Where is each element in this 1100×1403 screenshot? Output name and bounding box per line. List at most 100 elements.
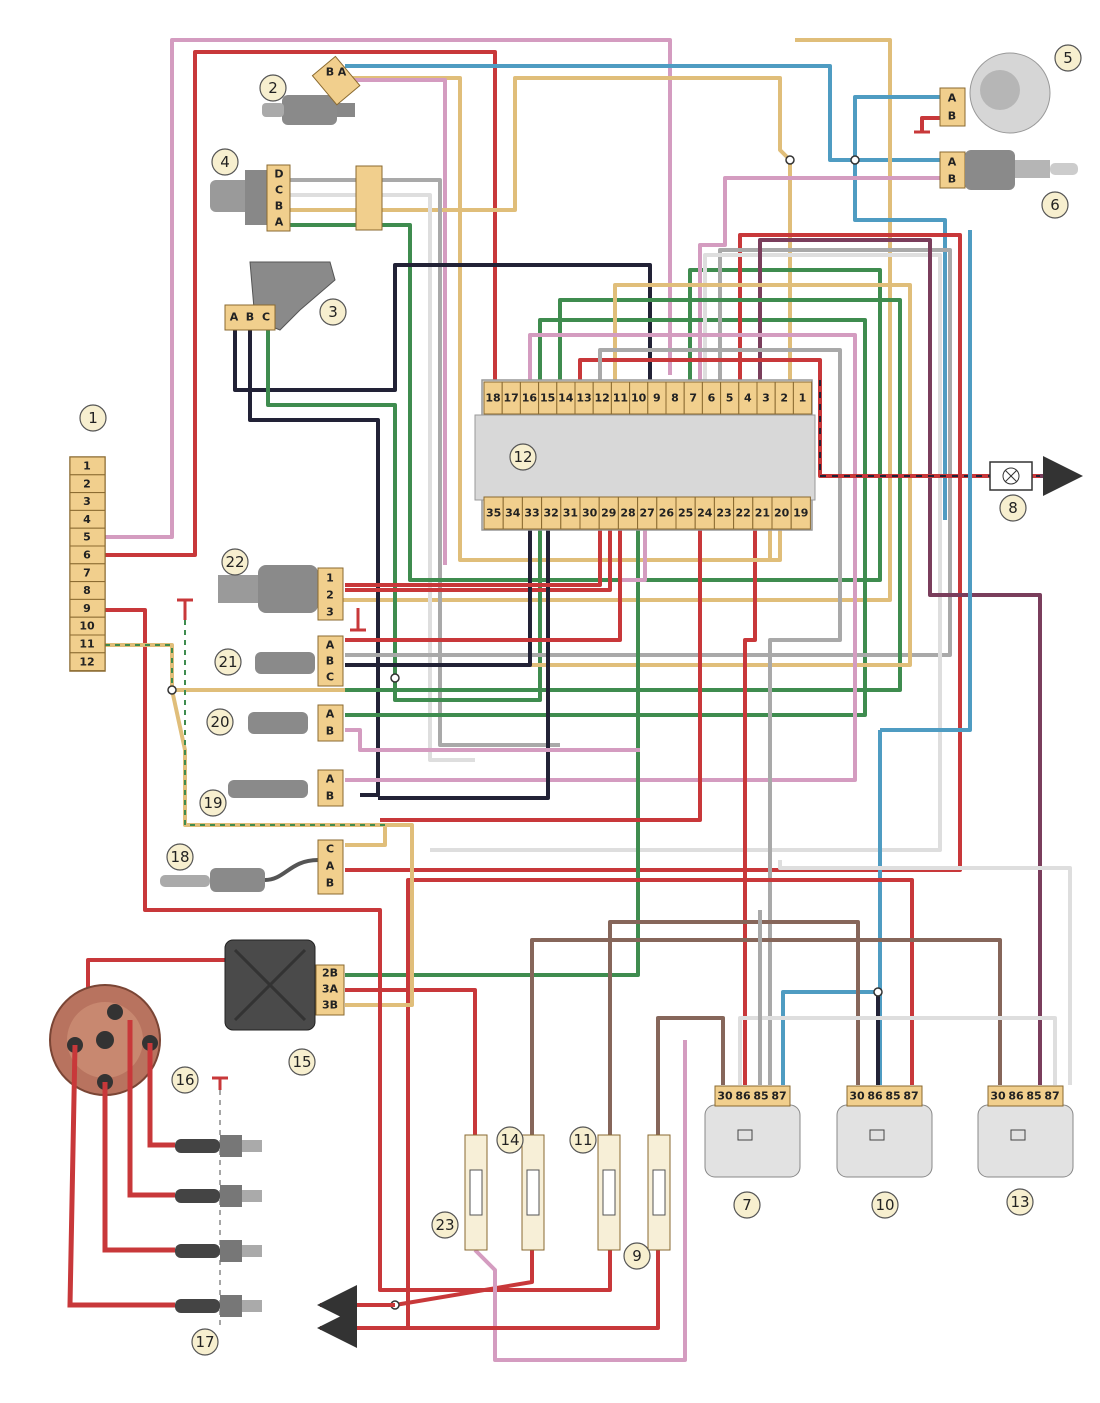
pin-label: 34 [505, 507, 521, 520]
pin-label: 30 [990, 1090, 1006, 1103]
pin-label: 15 [540, 392, 555, 405]
sensor-5: AB [939, 52, 1051, 134]
pin-label: B [948, 110, 956, 123]
callout-circle [319, 298, 347, 326]
sensor-18: CAB [160, 839, 344, 895]
pin-label: A [326, 639, 335, 652]
wire [345, 283, 912, 667]
component-number: 19 [203, 794, 222, 812]
wire [656, 1016, 725, 1135]
pin-label: 19 [793, 507, 808, 520]
pin-label: B [326, 790, 334, 803]
pin-label: B [326, 877, 334, 890]
pin-label: B [246, 311, 254, 324]
pin-label: 30 [849, 1090, 865, 1103]
wire [345, 233, 962, 872]
wire [473, 1040, 687, 1362]
callout-circle [1006, 1188, 1034, 1216]
wire [738, 1016, 1057, 1085]
pin-label: 24 [697, 507, 713, 520]
pin-label: 30 [717, 1090, 733, 1103]
pin-label: B [275, 200, 283, 213]
pin-label: 6 [83, 549, 91, 562]
callout-circle [206, 708, 234, 736]
wire [345, 298, 902, 692]
wire [698, 176, 945, 380]
wire [394, 1250, 534, 1307]
pin-label: A [326, 860, 335, 873]
component-number: 21 [218, 653, 237, 671]
callout-circle [171, 1066, 199, 1094]
wire [743, 530, 757, 1085]
callout-circle [288, 1048, 316, 1076]
pin-label: A [275, 216, 284, 229]
component-number: 7 [742, 1196, 752, 1214]
pin-label: C [326, 671, 334, 684]
callout-circle [199, 789, 227, 817]
pin-label: 17 [504, 392, 519, 405]
pin-label: 21 [755, 507, 770, 520]
callout-circle [214, 648, 242, 676]
pin-label: 9 [83, 602, 91, 615]
fuses [464, 1134, 671, 1251]
pin-label: A [326, 773, 335, 786]
pin-label: B [326, 655, 334, 668]
callout-circle [1054, 44, 1082, 72]
wire [345, 530, 640, 977]
pin-label: 16 [522, 392, 538, 405]
component-number: 5 [1063, 49, 1073, 67]
pin-label: 2 [780, 392, 788, 405]
pin-label: 2B [322, 967, 338, 980]
pin-label: 1 [326, 572, 334, 585]
pin-label: 86 [735, 1090, 751, 1103]
pin-label: 4 [744, 392, 752, 405]
pin-label: 3 [83, 495, 91, 508]
component-number: 9 [632, 1247, 642, 1265]
callout-circle [431, 1211, 459, 1239]
component-number: 14 [500, 1131, 519, 1149]
wire [266, 318, 867, 717]
wire [105, 644, 173, 690]
component-number: 11 [573, 1131, 592, 1149]
callout-circle [79, 404, 107, 432]
pin-label: 32 [544, 507, 559, 520]
pin-label: 11 [613, 392, 628, 405]
pin-label: 23 [716, 507, 731, 520]
wire [730, 530, 772, 562]
wire [345, 988, 477, 1135]
spark-plugs-17 [175, 1135, 262, 1317]
pin-label: A [338, 66, 347, 79]
callout-circle [871, 1191, 899, 1219]
wire [345, 333, 857, 782]
pin-label: 7 [689, 392, 697, 405]
component-number: 13 [1010, 1193, 1029, 1211]
pin-label: A [948, 156, 957, 169]
callout-circle [733, 1191, 761, 1219]
pin-label: A [230, 311, 239, 324]
component-number: 2 [268, 79, 278, 97]
pin-label: 29 [601, 507, 616, 520]
component-number: 16 [175, 1071, 194, 1089]
callout-circle [1041, 191, 1069, 219]
component-number: 15 [292, 1053, 311, 1071]
wire [608, 920, 860, 1135]
component-number: 3 [328, 303, 338, 321]
wire [105, 50, 497, 557]
pin-label: 5 [83, 531, 91, 544]
pin-label: 22 [736, 507, 751, 520]
sensor-21: ABC [255, 635, 344, 687]
pin-label: 25 [678, 507, 693, 520]
wire [781, 990, 878, 1085]
pin-label: 12 [595, 392, 610, 405]
callout-circle [999, 494, 1027, 522]
component-number: 22 [225, 553, 244, 571]
sensor-19: AB [228, 769, 344, 807]
pin-label: 10 [79, 620, 95, 633]
pin-label: 28 [620, 507, 635, 520]
pin-label: 10 [631, 392, 647, 405]
pin-label: 8 [83, 584, 91, 597]
callout-circle [496, 1126, 524, 1154]
pin-label: 1 [83, 460, 91, 473]
